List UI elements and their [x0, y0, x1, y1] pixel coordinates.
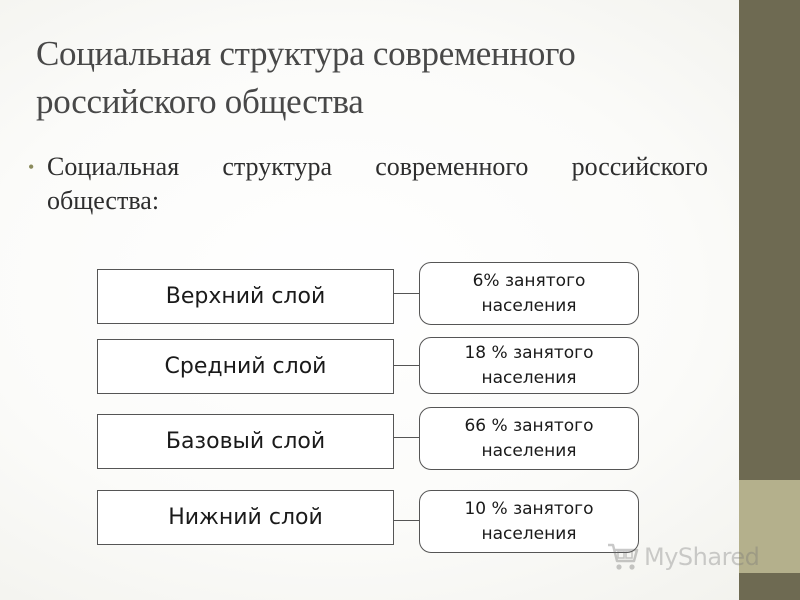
share-box-base: 66 % занятого населения — [419, 407, 639, 470]
share-label: 66 % занятого населения — [464, 415, 594, 461]
share-label: 6% занятого населения — [472, 270, 586, 316]
connector-line — [394, 293, 419, 294]
share-box-middle: 18 % занятого населения — [419, 337, 639, 394]
share-box-lower: 10 % занятого населения — [419, 490, 639, 553]
layer-box-lower: Нижний слой — [97, 490, 394, 545]
connector-line — [394, 437, 419, 438]
slide-title: Социальная структура современного россий… — [36, 34, 576, 121]
watermark: MyShared — [606, 538, 766, 576]
layer-label: Нижний слой — [168, 505, 323, 530]
connector-line — [394, 520, 419, 521]
share-label: 18 % занятого населения — [464, 342, 594, 388]
watermark-text: MyShared — [644, 543, 760, 571]
bullet-item: • Социальная структура современного росс… — [28, 150, 708, 218]
share-box-upper: 6% занятого населения — [419, 262, 639, 325]
side-decoration-accent — [739, 480, 800, 573]
layer-label: Базовый слой — [165, 429, 326, 454]
bullet-dot-icon: • — [28, 157, 35, 177]
layer-label: Средний слой — [164, 354, 327, 379]
layer-box-middle: Средний слой — [97, 339, 394, 394]
layer-label: Верхний слой — [165, 284, 326, 309]
cart-icon — [608, 543, 639, 570]
layer-box-base: Базовый слой — [97, 414, 394, 469]
bullet-text: Социальная структура современного россий… — [47, 152, 708, 215]
layer-box-upper: Верхний слой — [97, 269, 394, 324]
share-label: 10 % занятого населения — [464, 498, 594, 544]
connector-line — [394, 365, 419, 366]
